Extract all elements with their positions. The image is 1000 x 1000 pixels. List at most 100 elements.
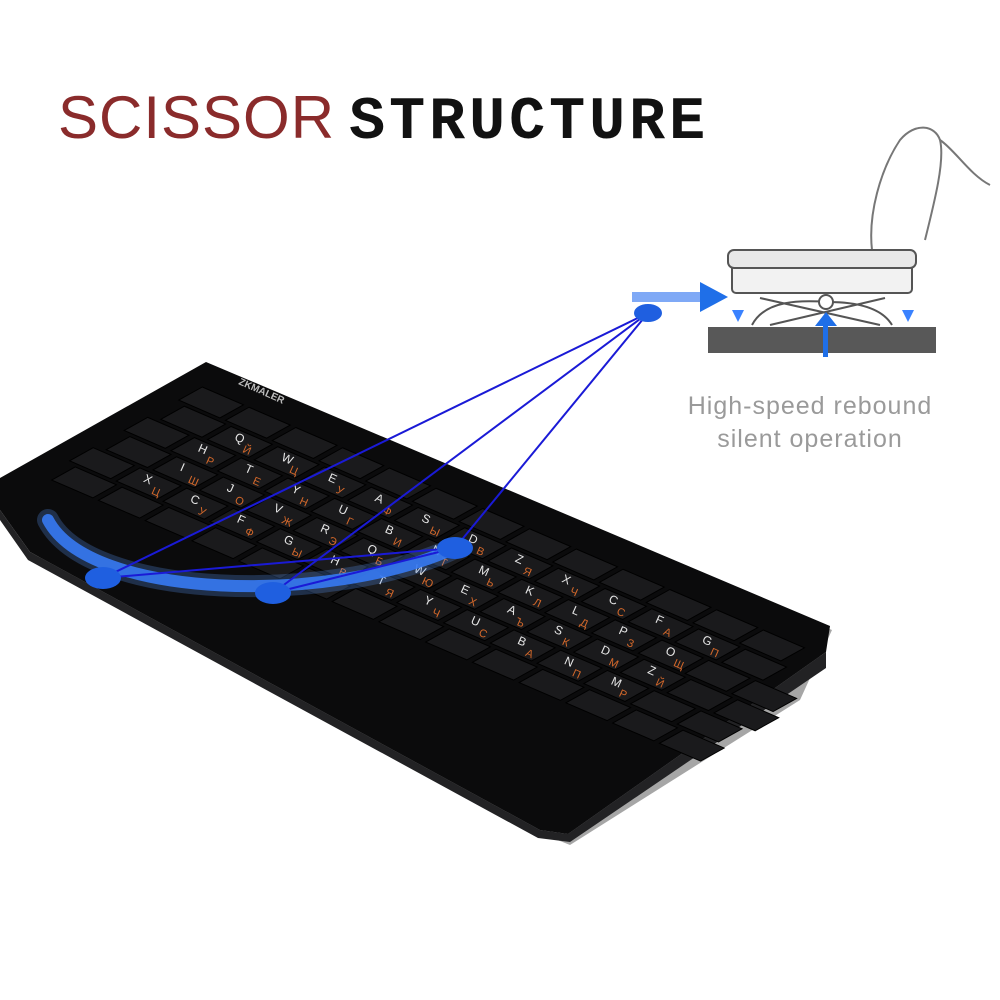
keyboard-key — [572, 638, 640, 671]
keyboard-key — [629, 690, 697, 723]
key-label-cyrillic: Е — [251, 475, 263, 489]
key-label-cyrillic: М — [607, 656, 620, 671]
keyboard-key — [543, 599, 611, 632]
feature-caption: High-speed rebound silent operation — [640, 390, 980, 456]
keyboard-key — [377, 608, 445, 641]
keyboard-key — [255, 528, 323, 561]
keyboard-key — [658, 729, 726, 762]
keyboard-key — [712, 699, 780, 732]
key-label-cyrillic: Р — [617, 688, 629, 702]
keyboard-key — [411, 487, 479, 520]
callout-lines — [102, 312, 649, 594]
arrow-up-icon — [815, 312, 837, 326]
key-label-cyrillic: Ю — [420, 575, 435, 590]
keyboard-key — [97, 486, 165, 519]
diagram-pivot — [818, 294, 834, 310]
diagram-base — [708, 327, 936, 353]
keyboard-key — [611, 709, 679, 742]
scissor-diagram — [632, 126, 991, 357]
keyboard-key — [691, 609, 759, 642]
keyboard-key — [432, 577, 500, 610]
keyboard-key — [310, 497, 378, 530]
diagram-scissor — [751, 294, 893, 326]
keyboard-key — [424, 628, 492, 661]
callout-line-3 — [454, 312, 649, 549]
caption-line-2: silent operation — [717, 425, 903, 453]
key-label-cyrillic: Щ — [672, 657, 686, 672]
keyboard-key — [598, 568, 666, 601]
key-label-cyrillic: К — [560, 636, 571, 650]
arrow-right-icon — [632, 292, 702, 302]
keyboard-key — [666, 679, 734, 712]
callout-dot-middle — [255, 582, 291, 604]
key-label-latin: I — [178, 460, 187, 474]
keyboard-key — [115, 467, 183, 500]
keyboard-key — [580, 587, 648, 620]
keyboard-key — [525, 618, 593, 651]
keyboard-key — [676, 710, 744, 743]
key-label-cyrillic: Ч — [430, 607, 442, 621]
callout-line-1 — [102, 312, 649, 579]
arrow-right-icon — [700, 282, 728, 312]
keyboard-key — [504, 528, 572, 561]
keyboard-key — [224, 406, 292, 439]
keyboard-key — [206, 425, 274, 458]
arrow-up-icon — [823, 322, 828, 357]
headline-word-structure: STRUCTURE — [349, 89, 710, 157]
key-label-cyrillic: Г — [344, 516, 354, 529]
key-label-cyrillic: В — [336, 566, 348, 580]
keyboard-key — [123, 416, 191, 449]
key-grid — [50, 386, 806, 762]
keyboard-key — [50, 466, 118, 499]
keyboard-key — [582, 669, 650, 702]
keyboard-key — [637, 639, 705, 672]
keyboard-key — [645, 588, 713, 621]
key-label-cyrillic: Ш — [186, 474, 200, 489]
callout-dot-right — [437, 537, 473, 559]
key-label-cyrillic: В — [474, 545, 486, 559]
scissor-arc — [42, 514, 461, 593]
keyboard-key — [263, 477, 331, 510]
diagram-keycap-top — [727, 249, 917, 269]
keyboard-key — [177, 386, 245, 419]
keyboard-key — [245, 496, 313, 529]
keyboard-key — [161, 487, 229, 520]
keyboard-key — [535, 649, 603, 682]
key-label-cyrillic: З — [625, 637, 636, 651]
keyboard-key — [730, 680, 798, 713]
keyboard-key — [169, 437, 237, 470]
key-label-latin: J — [225, 481, 236, 496]
keyboard-key — [551, 548, 619, 581]
keyboard-key — [442, 609, 510, 642]
keyboard-key — [356, 518, 424, 551]
callout-line-4 — [102, 547, 456, 579]
keyboard-key — [151, 456, 219, 489]
keyboard-key — [720, 648, 788, 681]
key-label-cyrillic: Ч — [568, 585, 580, 599]
keyboard-key — [627, 608, 695, 641]
callout-dot-left — [85, 567, 121, 589]
finger-icon — [939, 139, 991, 186]
arrow-down-right-icon — [902, 310, 914, 322]
key-label-cyrillic: Ы — [428, 525, 442, 540]
keyboard-key — [518, 668, 586, 701]
keyboard-key — [395, 588, 463, 621]
callout-line-5 — [272, 547, 456, 594]
keyboard-key — [684, 659, 752, 692]
scissor-arc-glow — [37, 509, 466, 598]
keyboard-key — [105, 436, 173, 469]
keyboard-key — [533, 567, 601, 600]
keyboard-key — [198, 476, 266, 509]
keyboard-key — [673, 628, 741, 661]
key-label-cyrillic: Ж — [280, 515, 294, 530]
keyboard-key — [331, 587, 399, 620]
callout-line-2 — [272, 312, 649, 594]
headline-word-scissor: SCISSOR — [58, 84, 336, 151]
keyboard-key — [738, 629, 806, 662]
keyboard-key — [159, 405, 227, 438]
finger-icon — [870, 126, 943, 251]
keyboard-key — [450, 558, 518, 591]
key-label-cyrillic: Р — [204, 455, 216, 469]
